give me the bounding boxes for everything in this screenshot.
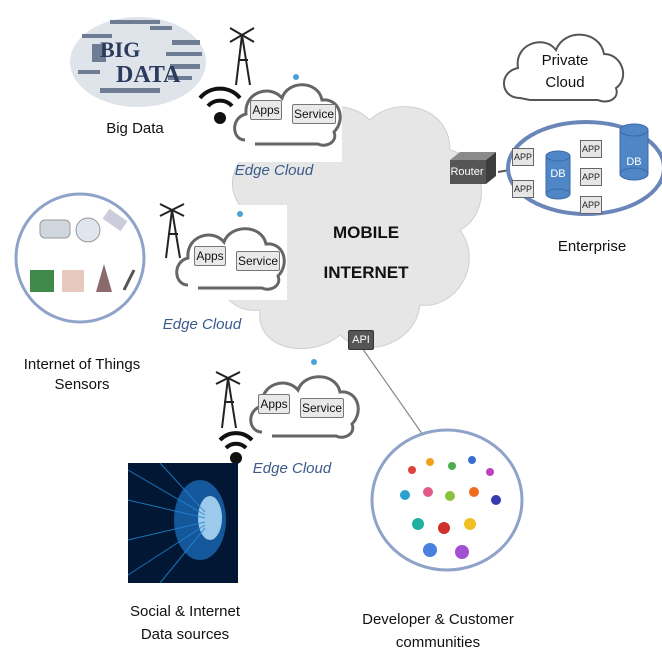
developer-label-1: Developer & Customer	[362, 611, 514, 628]
data-tunnel-image	[127, 462, 238, 584]
router-label: Router	[450, 166, 484, 178]
enterprise-app-4: APP	[580, 168, 602, 186]
big-data-label: Big Data	[106, 120, 164, 137]
private-cloud-label-2: Cloud	[545, 74, 585, 91]
edge-cloud-1-service: Service	[292, 104, 336, 124]
enterprise-app-2: APP	[512, 180, 534, 198]
enterprise-db-1: DB	[550, 168, 566, 180]
edge-cloud-2-apps: Apps	[194, 246, 226, 266]
api-connector-line	[359, 344, 431, 446]
cell-tower-icon-1	[229, 27, 255, 86]
private-cloud-label-1: Private	[541, 52, 589, 69]
api-box: API	[348, 330, 374, 350]
enterprise-db-2: DB	[626, 156, 642, 168]
social-label-2: Data sources	[140, 626, 230, 643]
edge-cloud-3-service: Service	[300, 398, 344, 418]
enterprise-app-5: APP	[580, 196, 602, 214]
iot-sensors-circle	[14, 192, 146, 324]
communities-circle	[370, 428, 524, 572]
edge-cloud-1-label: Edge Cloud	[234, 162, 314, 179]
mobile-internet-label-2: INTERNET	[323, 263, 409, 282]
enterprise-label: Enterprise	[557, 238, 627, 255]
edge-cloud-3-label: Edge Cloud	[252, 460, 332, 477]
enterprise-app-3: APP	[580, 140, 602, 158]
cell-tower-icon-3	[215, 371, 241, 429]
edge-cloud-3-apps: Apps	[258, 394, 290, 414]
edge-cloud-2-service: Service	[236, 251, 280, 271]
wifi-icon-1	[198, 86, 242, 124]
iot-label-2: Sensors	[54, 376, 110, 393]
router-shape	[450, 152, 496, 184]
cell-tower-icon-2	[159, 203, 185, 259]
big-data-word-data: DATA	[116, 62, 181, 88]
big-data-wordcloud	[70, 17, 206, 107]
big-data-word-big: BIG	[100, 37, 141, 62]
wifi-icon-2	[218, 431, 254, 464]
edge-cloud-1-apps: Apps	[250, 100, 282, 120]
iot-label-1: Internet of Things	[23, 356, 141, 373]
mobile-internet-label-1: MOBILE	[332, 223, 400, 242]
social-label-1: Social & Internet	[129, 603, 241, 620]
private-cloud-shape	[503, 33, 625, 103]
developer-label-2: communities	[395, 634, 481, 651]
edge-cloud-2-label: Edge Cloud	[162, 316, 242, 333]
enterprise-app-1: APP	[512, 148, 534, 166]
enterprise-ring	[506, 120, 662, 216]
